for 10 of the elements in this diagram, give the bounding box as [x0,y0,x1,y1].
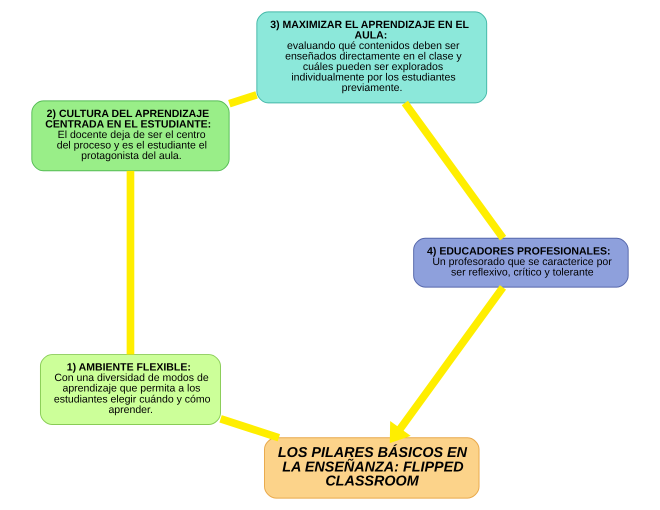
arrow [390,285,506,444]
connector [228,91,258,108]
connector [126,170,134,354]
connector [219,415,280,442]
node-box: 2) CULTURA DEL APRENDIZAJE CENTRADA EN EL ESTUDIANTE: El docente deja de ser el centro del proceso y es el estudiante el protagonista del aula. [31,100,230,172]
node-box: LOS PILARES BÁSICOS EN LA ENSEÑANZA: FLIPPED CLASSROOM [264,437,480,499]
node-box: 3) MAXIMIZAR EL APRENDIZAJE EN EL AULA: evaluando qué contenidos deben ser enseñados directamente en el clase y cuáles pueden ser explorados individualmente por los estudiantes previamente. [256,11,488,104]
node-box: 4) EDUCADORES PROFESIONALES: Un profesorado que se caracterice por ser reflexivo, crítico y tolerante [413,238,629,288]
connector [402,100,506,240]
node-box: 1) AMBIENTE FLEXIBLE: Con una diversidad de modos de aprendizaje que permita a los estudiantes elegir cuándo y cómo aprender. [40,354,221,425]
